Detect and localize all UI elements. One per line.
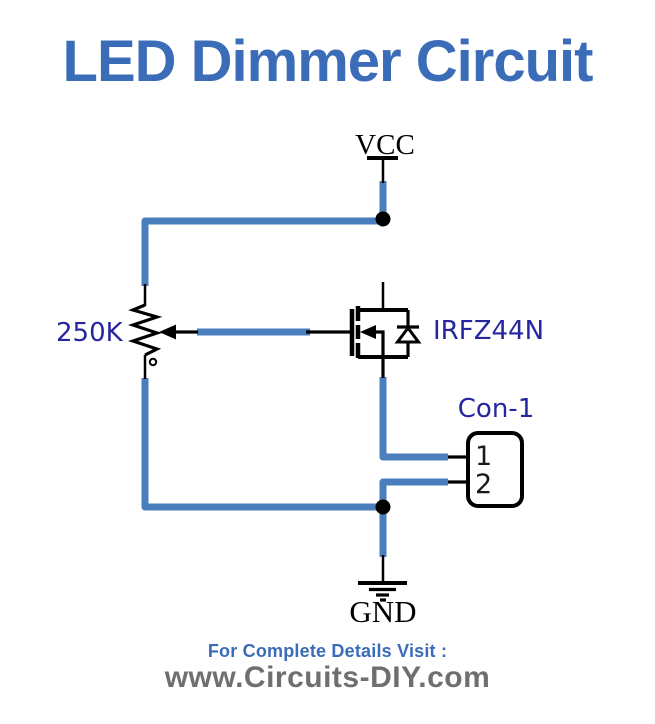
wire-pin2 [379,478,448,504]
page-title: LED Dimmer Circuit [62,29,594,94]
power-vcc: VCC [355,129,415,183]
connector-pin2-number: 2 [475,469,492,500]
connector-body [466,431,524,508]
pot-zigzag [127,303,163,357]
connector-name-label: Con-1 [458,394,534,424]
footer-website-url: www.Circuits-DIY.com [164,661,491,694]
gnd-label: GND [349,594,416,629]
body-diode [394,310,422,357]
junction-dot-top [375,211,391,227]
junction-dot-bottom [375,499,391,515]
mosfet-body-link [374,330,385,357]
pot-terminal-circle [148,357,158,367]
ground: GND [349,555,417,629]
wires [141,181,448,557]
pot-wiper-arrowhead [159,324,176,340]
connector-pin1-number: 1 [475,441,492,472]
mosfet: IRFZ44N [306,282,544,378]
wire-source-to-pin1 [379,377,448,461]
vcc-label: VCC [355,129,415,161]
diode-triangle [394,325,422,344]
mosfet-part-label: IRFZ44N [433,316,544,346]
mosfet-body-arrow-icon [360,325,376,339]
potentiometer: 250K [56,284,198,379]
footer-visit-text: For Complete Details Visit : [207,641,448,661]
potentiometer-value-label: 250K [56,318,124,348]
wire-pot-bottom-run [141,378,380,511]
connector: Con-1 1 2 [448,394,534,508]
wire-top-left-run [141,217,383,286]
